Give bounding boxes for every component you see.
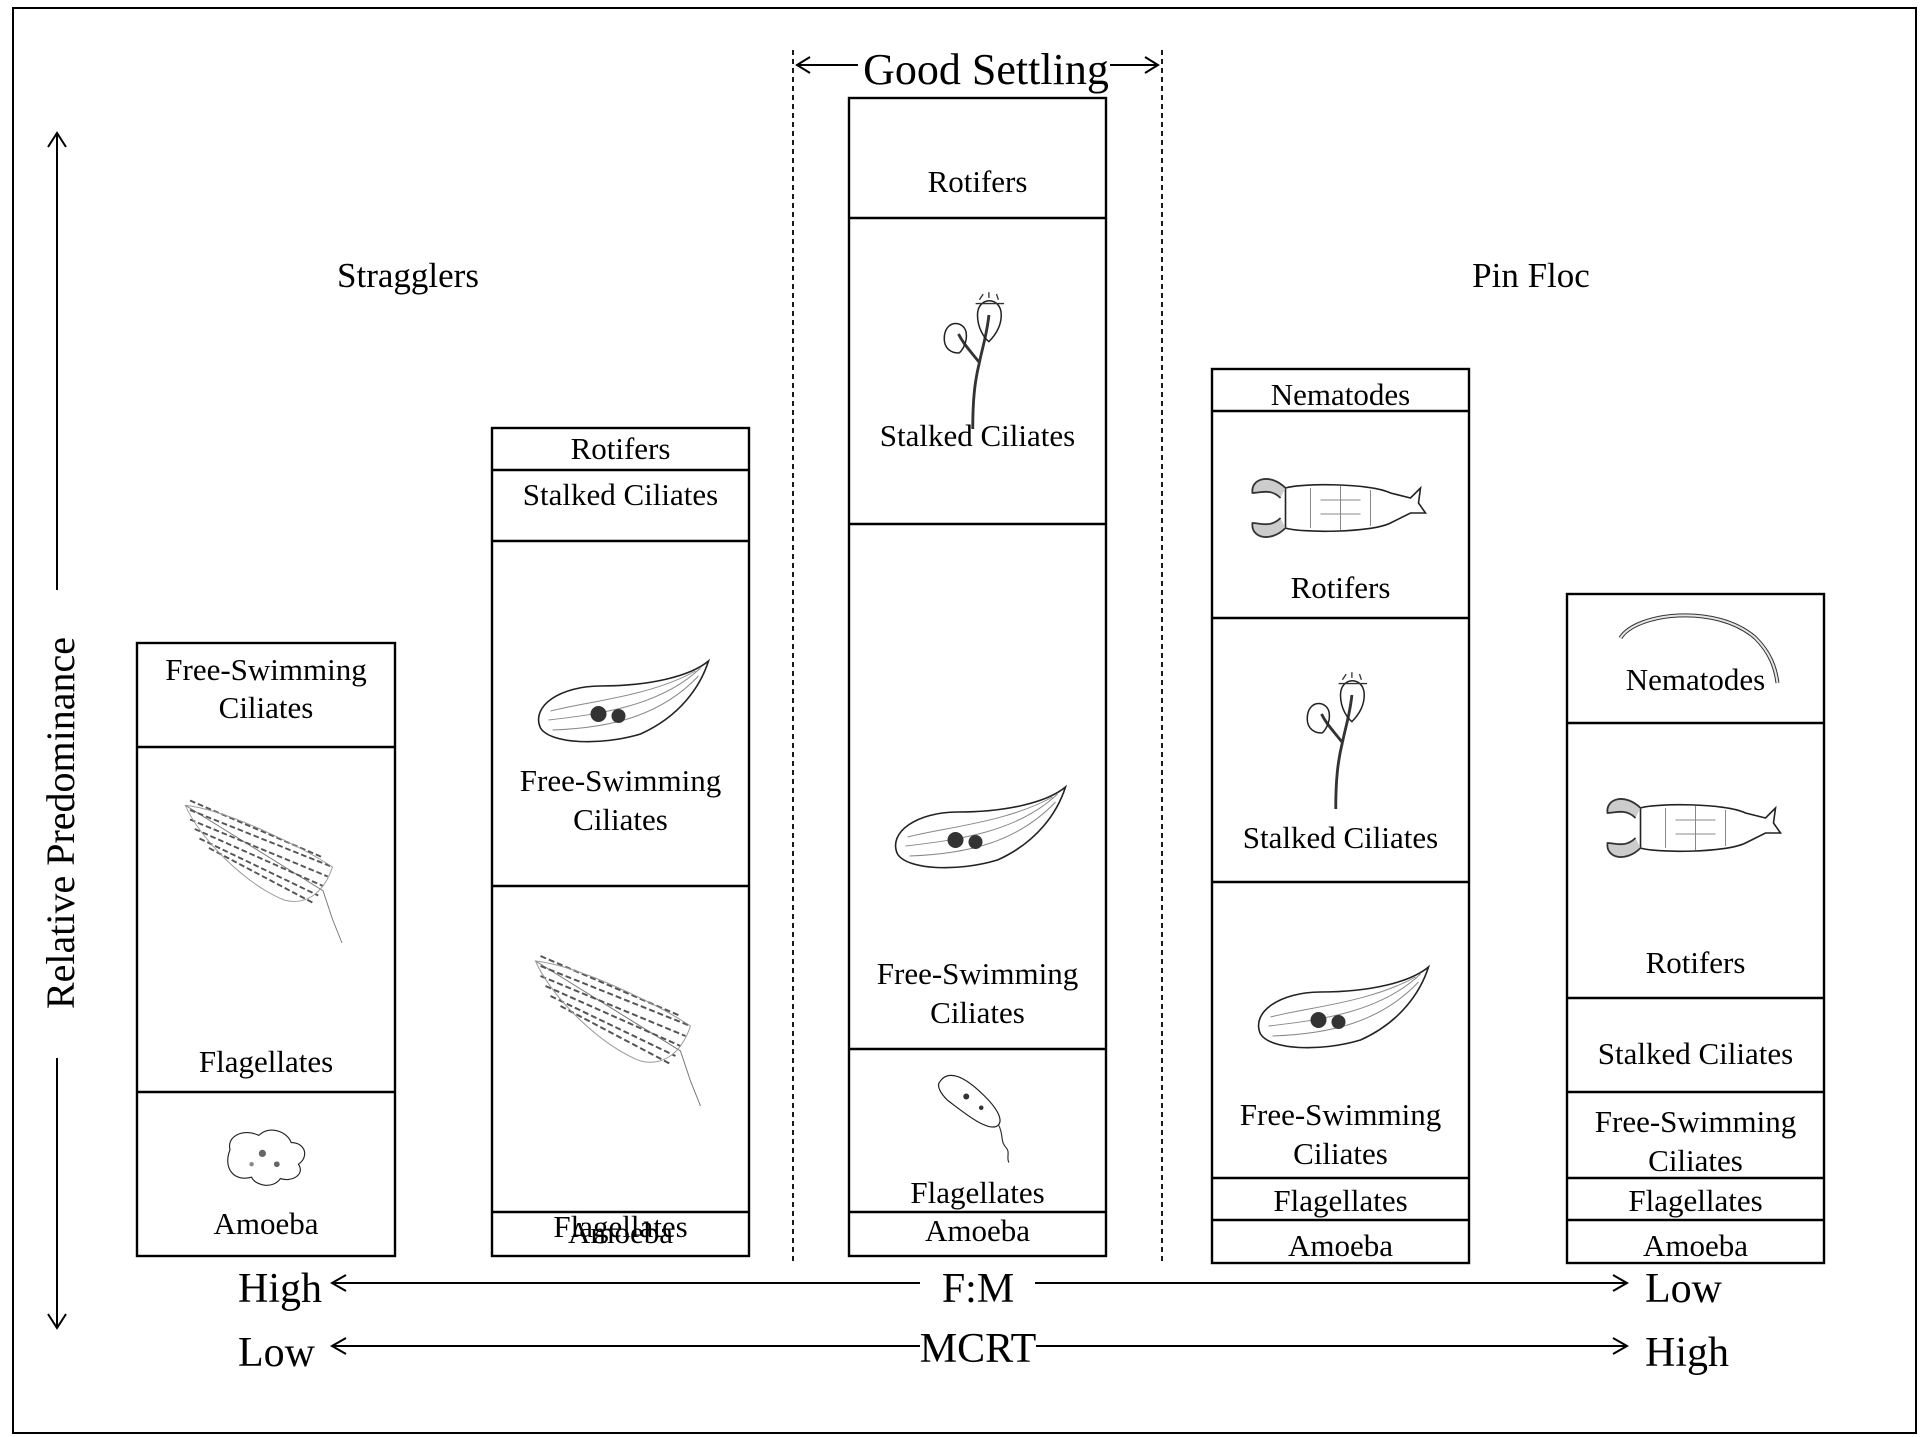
segment-stalked-ciliates: Stalked Ciliates (849, 290, 1106, 526)
ciliate-icon (537, 660, 710, 743)
mcrt-axis: Low MCRT High (238, 1325, 1729, 1376)
flagellate-icon (534, 955, 702, 1107)
segment-label-amoeba: Amoeba (1288, 1228, 1393, 1263)
y-axis-label: Relative Predominance (38, 637, 83, 1009)
euglena-icon (937, 1074, 1010, 1164)
segment-stalked-ciliates: Stalked Ciliates (492, 477, 749, 543)
vorticella-icon (1305, 670, 1369, 811)
segment-label-rotifers: Rotifers (1291, 570, 1391, 605)
pin-floc-label: Pin Floc (1472, 256, 1590, 295)
mcrt-axis-right-label: High (1645, 1330, 1729, 1376)
segment-label-rotifers: Rotifers (1646, 945, 1746, 980)
column-4-frame (1210, 367, 1471, 1265)
segment-stalked-ciliates: Stalked Ciliates (1212, 670, 1469, 884)
segment-label-amoeba: Amoeba (568, 1215, 673, 1250)
vorticella-icon (942, 290, 1006, 431)
column-5-frame (1565, 592, 1826, 1265)
segment-amoeba: Amoeba (1643, 1228, 1748, 1263)
segment-label-stalked-ciliates: Stalked Ciliates (523, 477, 718, 512)
stragglers-label: Stragglers (337, 256, 479, 295)
segment-label-stalked-ciliates: Stalked Ciliates (880, 418, 1075, 453)
segment-label-rotifers: Rotifers (928, 164, 1028, 199)
segment-label-flagellates: Flagellates (1628, 1183, 1762, 1218)
segment-label-flagellates: Flagellates (1273, 1183, 1407, 1218)
segment-flagellates: Flagellates (492, 955, 749, 1244)
segment-rotifers: Rotifers (1567, 798, 1824, 1000)
good-settling-label: Good Settling (863, 45, 1109, 94)
ciliate-icon (894, 786, 1067, 869)
ciliate-icon (1257, 966, 1430, 1049)
segment-flagellates: Flagellates (1212, 1183, 1469, 1222)
segment-rotifers: Rotifers (1212, 478, 1469, 620)
segment-amoeba: Amoeba (1288, 1228, 1393, 1263)
good-settling-arrow (795, 56, 1160, 74)
segment-label-stalked-ciliates: Stalked Ciliates (1243, 820, 1438, 855)
segment-label-nematodes: Nematodes (1626, 662, 1765, 697)
segment-amoeba: Amoeba (568, 1215, 673, 1250)
segment-nematodes: Nematodes (1212, 377, 1469, 413)
column-2-frame (490, 426, 751, 1258)
segment-label-flagellates: Flagellates (553, 1209, 687, 1244)
figure-frame (12, 7, 1917, 1434)
segment-flagellates: Flagellates (1567, 1183, 1824, 1222)
amoeba-icon (227, 1129, 306, 1186)
column-1-frame (135, 641, 397, 1258)
segment-flagellates: Flagellates (137, 799, 395, 1094)
segment-label-nematodes: Nematodes (1271, 377, 1410, 412)
fm-axis: High F:M Low (238, 1266, 1723, 1312)
segment-label-amoeba: Amoeba (213, 1206, 318, 1241)
flagellate-icon (184, 799, 343, 944)
segment-label-flagellates: Flagellates (199, 1044, 333, 1079)
segment-label-flagellates: Flagellates (910, 1175, 1044, 1210)
mcrt-axis-label: MCRT (920, 1326, 1037, 1372)
segment-rotifers: Rotifers (492, 431, 749, 472)
segment-rotifers: Rotifers (849, 164, 1106, 220)
rotifer-icon (1251, 478, 1427, 538)
mcrt-axis-left-label: Low (238, 1330, 316, 1376)
fm-axis-label: F:M (942, 1266, 1014, 1312)
fm-axis-right-label: Low (1645, 1266, 1723, 1312)
fm-axis-left-label: High (238, 1266, 322, 1312)
y-axis-arrow (47, 131, 67, 1330)
segment-stalked-ciliates: Stalked Ciliates (1567, 1036, 1824, 1094)
segment-amoeba: Amoeba (925, 1213, 1030, 1248)
rotifer-icon (1606, 798, 1782, 858)
column-3-frame (847, 96, 1108, 1258)
segment-label-stalked-ciliates: Stalked Ciliates (1598, 1036, 1793, 1071)
segment-flagellates: Flagellates (849, 1074, 1106, 1214)
segment-label-amoeba: Amoeba (925, 1213, 1030, 1248)
segment-label-rotifers: Rotifers (571, 431, 671, 466)
segment-amoeba: Amoeba (213, 1129, 319, 1241)
segment-label-amoeba: Amoeba (1643, 1228, 1748, 1263)
segment-nematodes: Nematodes (1567, 613, 1824, 725)
